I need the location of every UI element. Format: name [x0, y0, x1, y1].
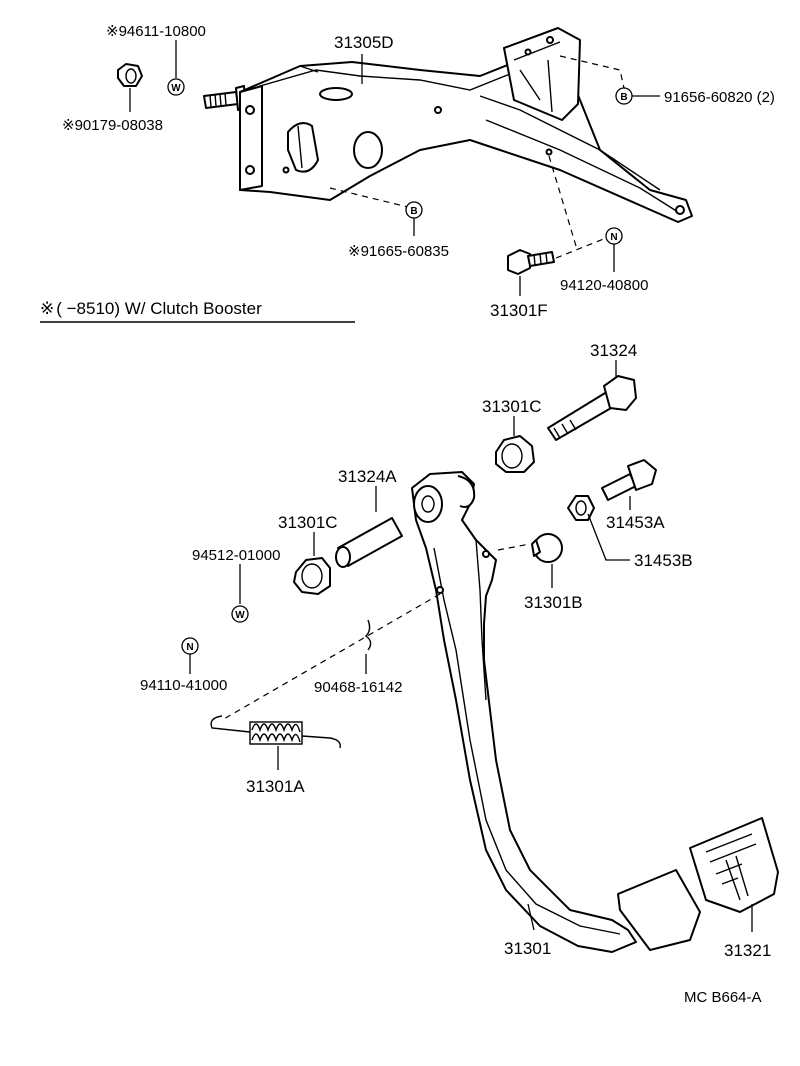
label-94120-40800: 94120-40800: [560, 277, 648, 294]
pin-31453A: [601, 459, 657, 501]
label-94512-01000: 94512-01000: [192, 547, 280, 564]
label-31324: 31324: [590, 341, 637, 360]
label-31324A: 31324A: [338, 467, 397, 486]
bushing-31301C-left: [293, 557, 331, 595]
label-31305D: 31305D: [334, 33, 394, 52]
pedal-pad-base: [617, 869, 701, 951]
bolt-31324: [547, 375, 637, 441]
label-94110-41000: 94110-41000: [140, 677, 227, 694]
svg-text:W: W: [235, 610, 245, 621]
label-31301B: 31301B: [524, 593, 583, 612]
svg-text:N: N: [610, 232, 617, 243]
svg-text:W: W: [171, 83, 181, 94]
label-31301C-left: 31301C: [278, 513, 338, 532]
clip-90468-16142: [364, 619, 372, 651]
label-31301A: 31301A: [246, 777, 305, 796]
nut-90179-08038: [117, 63, 143, 87]
pedal-bracket-31305D: [203, 27, 693, 223]
diagram-code: MC B664-A: [684, 989, 762, 1006]
bushing-31301C-top: [495, 435, 535, 473]
svg-text:B: B: [620, 92, 627, 103]
label-91656-60820: 91656-60820 (2): [664, 89, 775, 106]
label-31301C-top: 31301C: [482, 397, 542, 416]
clutch-pedal-arm-31301: [411, 471, 637, 953]
nut-badge-n-left: N: [181, 637, 199, 655]
bushing-31453B: [567, 495, 595, 521]
label-94611-10800: ※94611-10800: [106, 23, 206, 40]
stopper-31301B: [531, 533, 563, 563]
svg-text:B: B: [410, 206, 417, 217]
label-31301F: 31301F: [490, 301, 548, 320]
bolt-badge-b-right: B: [615, 87, 633, 105]
label-31301: 31301: [504, 939, 551, 958]
bolt-31301F: [507, 249, 555, 275]
label-90179-08038: ※90179-08038: [62, 117, 163, 134]
label-90468-16142: 90468-16142: [314, 679, 402, 696]
bolt-badge-b-lower: B: [405, 201, 423, 219]
svg-text:N: N: [186, 642, 193, 653]
label-31321: 31321: [724, 941, 771, 960]
nut-badge-n-top: N: [605, 227, 623, 245]
pedal-pad-31321: [689, 817, 779, 913]
washer-badge-w-left: W: [231, 605, 249, 623]
label-31453A: 31453A: [606, 513, 665, 532]
collar-31324A: [335, 517, 403, 568]
label-31453B: 31453B: [634, 551, 693, 570]
spring-31301A: [210, 715, 341, 749]
washer-badge-w-top: W: [167, 78, 185, 96]
label-91665-60835: ※91665-60835: [348, 243, 449, 260]
clutch-booster-note: ※( −8510) W/ Clutch Booster: [40, 299, 262, 318]
